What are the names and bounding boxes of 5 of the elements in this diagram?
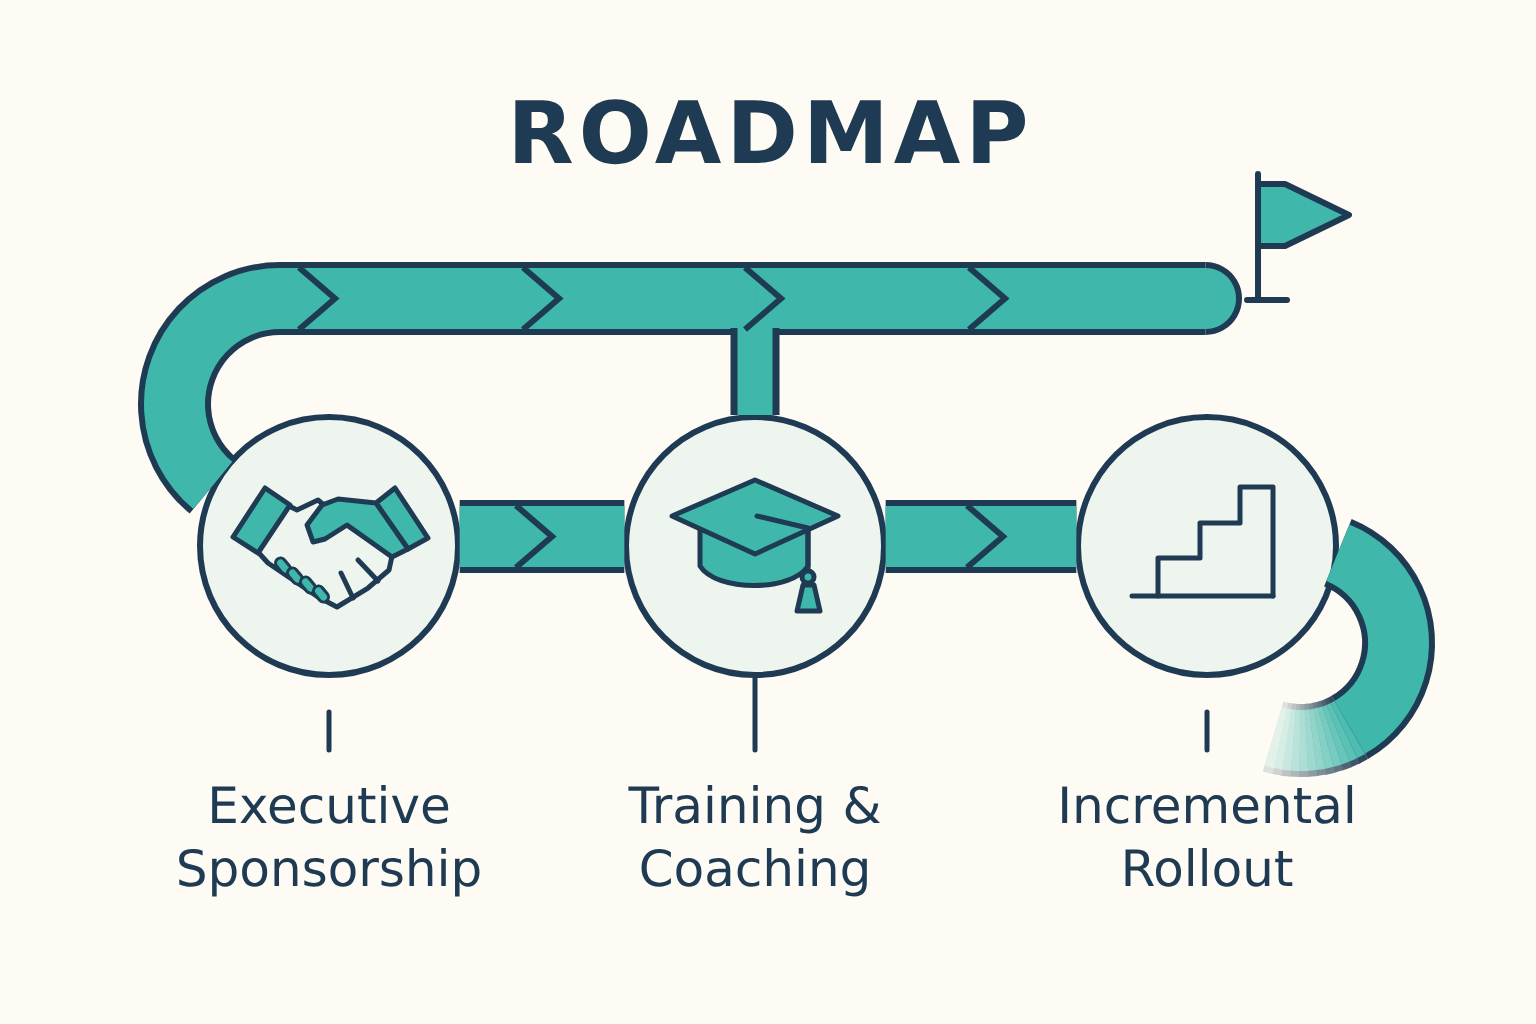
flag-icon [1244,171,1352,303]
milestone-label: Incremental Rollout [1062,785,1353,887]
milestone-label: Executive Sponsorship [179,785,480,897]
milestone-label: Training & Coaching [628,785,880,897]
title: ROADMAP [515,99,1025,165]
